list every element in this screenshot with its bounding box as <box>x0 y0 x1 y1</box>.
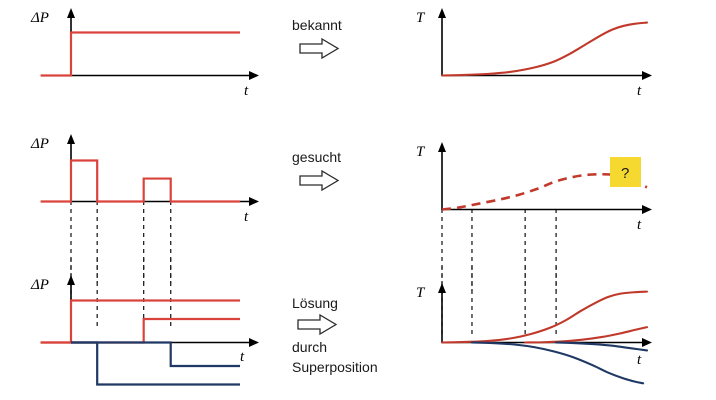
y-axis-arrowhead <box>67 275 75 285</box>
label-superposition: Superposition <box>292 359 378 375</box>
series-response-positive-1 <box>440 290 649 344</box>
series-temperature-unknown <box>441 172 648 211</box>
series-negative-step-2 <box>71 341 240 368</box>
label-loesung: Lösung <box>292 295 338 311</box>
y-axis-arrowhead <box>438 142 446 152</box>
x-axis-label-t: t <box>637 217 642 233</box>
x-axis-label-t: t <box>637 352 642 368</box>
right-block-arrow-icon <box>299 169 340 192</box>
series-delta-p-pulses <box>40 159 240 203</box>
x-axis-arrowhead <box>249 338 259 347</box>
axes-row2-left <box>67 134 259 206</box>
x-axis-arrowhead <box>642 71 652 80</box>
label-gesucht-group: gesucht <box>292 149 341 192</box>
question-highlight-box <box>610 157 641 187</box>
label-loesung-group: Lösung durch Superposition <box>292 295 378 375</box>
y-axis-label-T: T <box>416 10 426 26</box>
y-axis-label-T: T <box>416 144 426 160</box>
right-block-arrow-icon <box>297 313 338 336</box>
series-delta-p-step <box>40 31 240 77</box>
series-positive-step-1 <box>40 299 240 344</box>
question-mark-label: ? <box>621 165 629 182</box>
axes-row1-right <box>438 8 652 80</box>
y-axis-label-deltaP: ΔP <box>30 277 49 293</box>
chart-input-superposition: ΔP t <box>30 258 259 386</box>
axes-row3-left <box>67 275 259 347</box>
series-negative-step-1 <box>71 341 240 386</box>
guide-lines-row2-left <box>70 201 172 283</box>
x-axis-arrowhead <box>249 197 259 206</box>
y-axis-arrowhead <box>67 8 75 18</box>
series-response-negative-1 <box>470 341 645 385</box>
guide-lines-row2-right <box>441 209 557 291</box>
y-axis-arrowhead <box>438 283 446 293</box>
right-block-arrow-icon <box>299 37 340 60</box>
x-axis-arrowhead <box>249 71 259 80</box>
chart-input-step: ΔP t <box>30 8 259 99</box>
y-axis-label-T: T <box>416 285 426 301</box>
x-axis-arrowhead <box>642 205 652 214</box>
axes-row2-right <box>438 142 652 214</box>
y-axis-arrowhead <box>67 134 75 144</box>
series-response-negative-2 <box>555 341 649 352</box>
guide-lines-row3-right <box>441 266 557 338</box>
label-gesucht: gesucht <box>292 149 341 165</box>
chart-response-superposition: T t <box>416 266 652 385</box>
label-bekannt: bekannt <box>292 17 342 33</box>
label-durch: durch <box>292 339 327 355</box>
chart-response-step: T t <box>416 8 652 99</box>
x-axis-label-t: t <box>240 349 245 365</box>
y-axis-arrowhead <box>438 8 446 18</box>
x-axis-arrowhead <box>642 338 652 347</box>
x-axis-label-t: t <box>244 209 249 225</box>
axes-row1-left <box>67 8 259 80</box>
label-bekannt-group: bekannt <box>292 17 342 60</box>
axes-row3-right <box>438 283 652 347</box>
chart-input-pulses: ΔP t <box>30 134 259 283</box>
series-response-positive-2 <box>524 326 649 344</box>
y-axis-label-deltaP: ΔP <box>30 136 49 152</box>
chart-response-unknown: T t ? <box>416 142 652 291</box>
x-axis-label-t: t <box>244 83 249 99</box>
y-axis-label-deltaP: ΔP <box>30 10 49 26</box>
series-temperature-response <box>440 21 649 77</box>
x-axis-label-t: t <box>637 83 642 99</box>
